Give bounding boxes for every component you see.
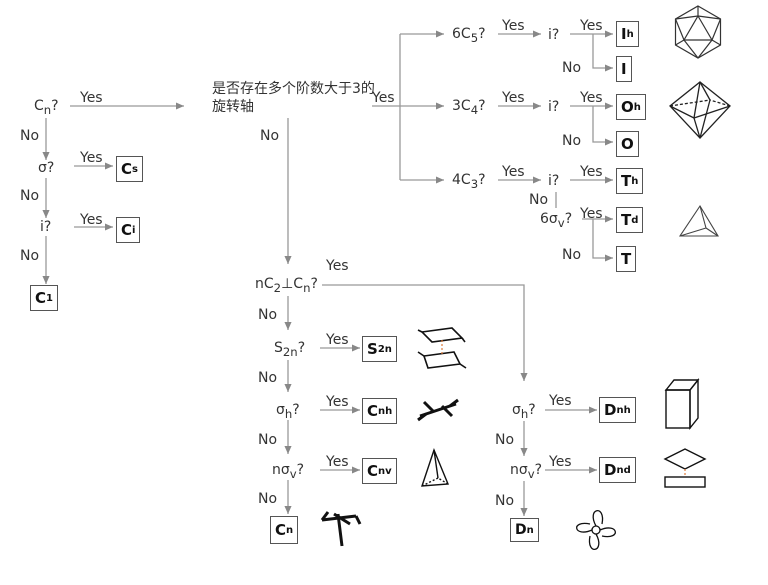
label-yes-c5: Yes <box>502 18 525 34</box>
label-yes-sigmah-right: Yes <box>549 393 572 409</box>
label-yes-i-c3: Yes <box>580 164 603 180</box>
cn-shape-icon <box>320 511 362 547</box>
result-O: O <box>616 131 639 157</box>
node-c2-perp-question: nC2⊥Cn? <box>255 276 318 295</box>
node-c4-question: 3C4? <box>452 98 486 117</box>
result-I: I <box>616 56 632 82</box>
label-yes-i-left: Yes <box>80 212 103 228</box>
label-yes-i-c4: Yes <box>580 90 603 106</box>
node-i-question-c3: i? <box>548 173 560 189</box>
tetrahedron-icon <box>678 204 719 237</box>
label-yes-sigmah-left: Yes <box>326 394 349 410</box>
antiprism-icon <box>663 448 707 488</box>
label-no-c2: No <box>258 307 278 323</box>
label-no-i-c3: No <box>529 192 549 208</box>
prism-icon <box>664 378 700 430</box>
s2n-shape-icon <box>417 327 467 369</box>
label-no-s2n: No <box>258 370 278 386</box>
label-no-sigmah-right: No <box>495 432 515 448</box>
node-sigma-h-question-left: σh? <box>276 402 300 421</box>
label-no-cn: No <box>20 128 40 144</box>
node-sigma-question: σ? <box>38 160 55 176</box>
node-s2n-question: S2n? <box>274 340 306 359</box>
label-yes-c3: Yes <box>502 164 525 180</box>
label-no-i-c4: No <box>562 133 582 149</box>
label-yes-i-c5: Yes <box>580 18 603 34</box>
label-no-i-c5: No <box>562 60 582 76</box>
pyramid-icon <box>421 447 450 487</box>
label-yes-nsigmav-right: Yes <box>549 454 572 470</box>
edge-sigmad-to-T <box>592 219 613 262</box>
label-no-sigmah-left: No <box>258 432 278 448</box>
node-c3-question: 4C3? <box>452 172 486 191</box>
label-yes-c2: Yes <box>326 258 349 274</box>
label-yes-c4: Yes <box>502 90 525 106</box>
node-sigma-h-question-right: σh? <box>512 402 536 421</box>
octahedron-icon <box>669 81 731 139</box>
node-nsigma-v-question-right: nσv? <box>510 462 543 481</box>
edge-i-to-I <box>592 34 613 72</box>
propeller-icon <box>576 510 616 550</box>
node-i-question-c5: i? <box>548 27 560 43</box>
label-no-nsigmav-left: No <box>258 491 278 507</box>
label-yes-s2n: Yes <box>326 332 349 348</box>
label-yes-nsigmav-left: Yes <box>326 454 349 470</box>
node-cn-question: Cn? <box>34 98 59 117</box>
node-i-question-c4: i? <box>548 99 560 115</box>
label-yes-sigma: Yes <box>80 150 103 166</box>
label-yes-sigmad: Yes <box>580 206 603 222</box>
label-no-sigma: No <box>20 188 40 204</box>
cnh-shape-icon <box>417 398 459 422</box>
label-yes-multiaxis: Yes <box>372 90 395 106</box>
label-no-nsigmav-right: No <box>495 493 515 509</box>
result-T: T <box>616 246 637 272</box>
label-no-i-left: No <box>20 248 40 264</box>
label-yes-cn: Yes <box>80 90 103 106</box>
node-nsigma-v-question-left: nσv? <box>272 462 305 481</box>
node-c5-question: 6C5? <box>452 26 486 45</box>
icosahedron-icon <box>674 5 722 59</box>
label-no-sigmad: No <box>562 247 582 263</box>
node-multi-axis-question: 是否存在多个阶数大于3的旋转轴 <box>212 81 375 115</box>
edge-c2-yes <box>322 284 528 381</box>
label-no-multiaxis: No <box>260 128 280 144</box>
edge-i-to-O <box>592 106 613 146</box>
node-i-question-left: i? <box>40 219 52 235</box>
node-sigma-d-question: 6σv? <box>540 211 573 230</box>
